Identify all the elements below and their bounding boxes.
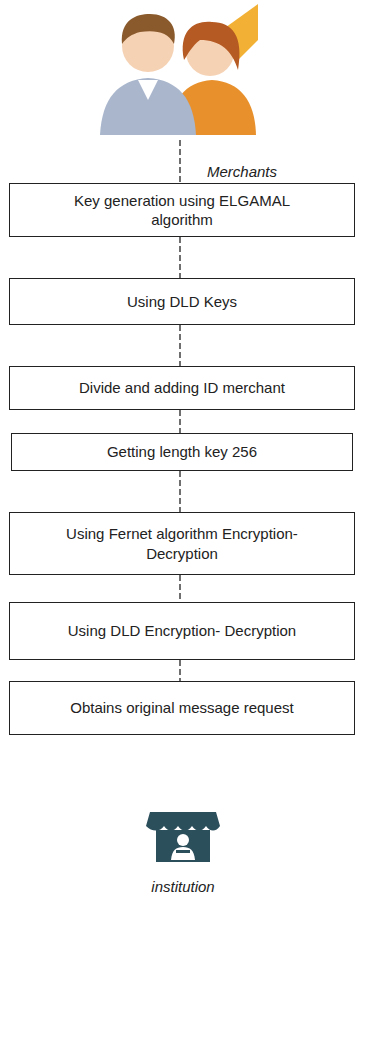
- box-text: Key generation using ELGAMAL algorithm: [42, 191, 322, 230]
- institution-icon: [146, 812, 220, 862]
- process-box: Using Fernet algorithm Encryption- Decry…: [9, 512, 355, 575]
- flow-connector: [179, 471, 180, 512]
- process-box: Getting length key 256: [11, 433, 353, 471]
- actor-label: institution: [151, 878, 214, 895]
- box-text: Divide and adding ID merchant: [79, 378, 285, 398]
- box-text: Using DLD Keys: [127, 292, 237, 312]
- process-box: Using DLD Keys: [9, 278, 355, 325]
- flow-connector: [179, 575, 180, 602]
- process-box: Obtains original message request: [9, 681, 355, 735]
- process-box: Key generation using ELGAMAL algorithm: [9, 183, 355, 237]
- lead-line: [179, 140, 180, 183]
- flow-connector: [179, 410, 180, 433]
- merchants-icon: [100, 4, 258, 135]
- process-box: Using DLD Encryption- Decryption: [9, 602, 355, 660]
- flow-connector: [179, 325, 180, 366]
- process-box: Divide and adding ID merchant: [9, 366, 355, 410]
- box-text: Using DLD Encryption- Decryption: [68, 621, 296, 641]
- flow-connector: [179, 660, 180, 681]
- actor-label: Merchants: [207, 163, 277, 180]
- box-text: Obtains original message request: [70, 698, 293, 718]
- box-text: Getting length key 256: [107, 442, 257, 462]
- flow-connector: [179, 237, 180, 278]
- box-text: Using Fernet algorithm Encryption- Decry…: [42, 524, 322, 563]
